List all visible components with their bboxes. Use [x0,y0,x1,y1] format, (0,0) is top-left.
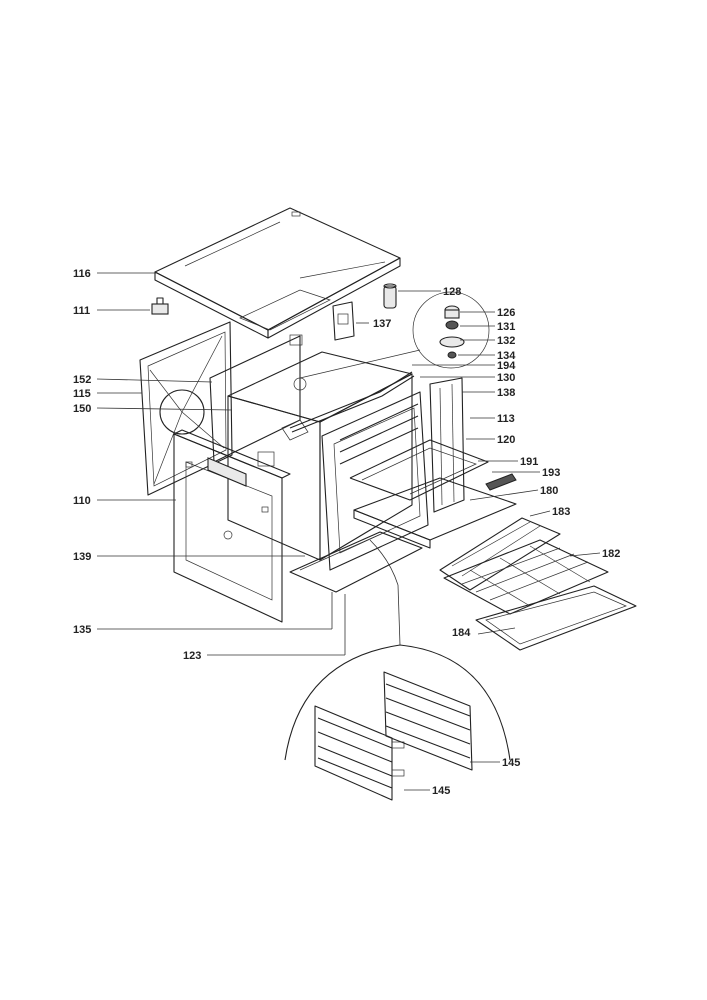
callout-183: 183 [552,506,570,518]
side-rails-detail [284,539,511,801]
callout-128: 128 [443,286,461,298]
callout-145-right: 145 [502,757,520,769]
callout-115: 115 [73,388,91,400]
lamp-glass [383,283,397,309]
callout-131: 131 [497,321,515,333]
callout-134: 134 [497,350,516,362]
side-panel [139,321,233,496]
callout-110: 110 [73,495,91,507]
callout-132: 132 [497,335,515,347]
callout-184: 184 [452,627,471,639]
callout-180: 180 [540,485,558,497]
callout-123: 123 [183,650,201,662]
leader-lines [96,272,601,791]
oven-cavity [227,351,413,561]
rail-set-right [383,671,473,771]
rail-set-left [314,705,405,801]
callout-150: 150 [73,403,91,415]
callout-113: 113 [497,413,515,425]
callout-137: 137 [373,318,391,330]
oven-door [173,429,291,623]
bottom-plate [289,529,423,593]
callout-labels: 116 111 152 115 150 110 139 135 123 128 … [73,268,620,797]
back-wall [209,334,303,463]
lamp-assembly [299,291,490,379]
deep-pan [475,585,637,651]
callout-111: 111 [73,305,90,317]
callout-135: 135 [73,624,91,636]
callout-152: 152 [73,374,91,386]
heating-element [349,439,489,501]
top-panel [154,207,401,339]
baking-tray [353,477,517,549]
callout-120: 120 [497,434,515,446]
wire-shelf [443,539,609,615]
bracket-137 [332,301,355,341]
callout-116: 116 [73,268,91,280]
callout-193: 193 [542,467,560,479]
callout-126: 126 [497,307,515,319]
callout-145-left: 145 [432,785,450,797]
callout-139: 139 [73,551,91,563]
callout-191: 191 [520,456,538,468]
callout-130: 130 [497,372,515,384]
door-seal [289,371,415,433]
callout-182: 182 [602,548,620,560]
callout-194: 194 [497,360,516,372]
callout-138: 138 [497,387,515,399]
hinge-bracket [151,297,169,315]
grill-tray [439,517,561,591]
probe [485,473,517,491]
